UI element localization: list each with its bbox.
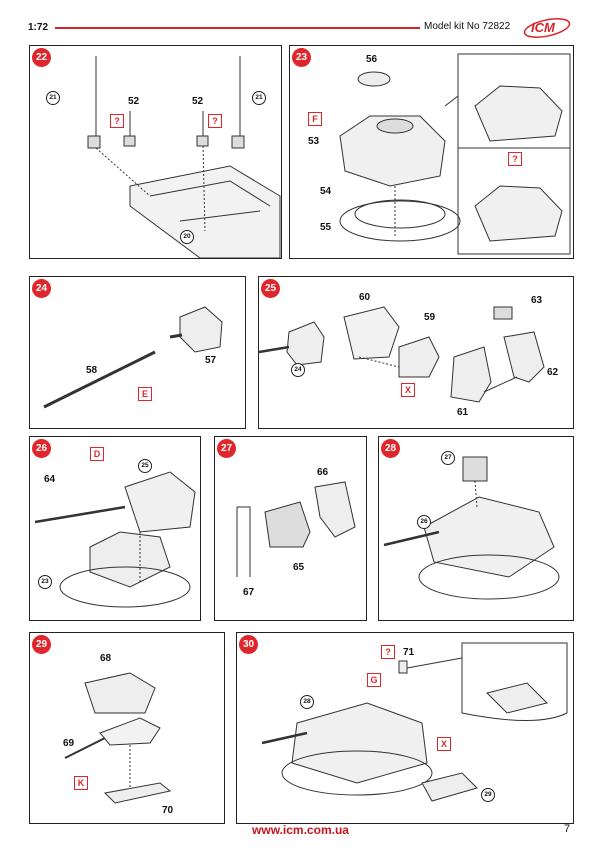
part-57: 57 xyxy=(205,355,217,366)
step-30-panel: 30 ? 71 G 28 X 29 xyxy=(236,632,574,824)
question-box: ? xyxy=(381,645,395,659)
part-58: 58 xyxy=(86,365,98,376)
step-number: 25 xyxy=(261,279,280,298)
step-number: 22 xyxy=(32,48,51,67)
ref-23: 23 xyxy=(38,575,52,589)
part-60: 60 xyxy=(359,292,371,303)
ref-28: 28 xyxy=(300,695,314,709)
part-63: 63 xyxy=(531,295,543,306)
turret-assembly-drawing xyxy=(339,53,571,255)
turret-gun-drawing xyxy=(34,471,196,608)
part-59: 59 xyxy=(424,312,436,323)
step-24-panel: 24 58 57 E xyxy=(29,276,246,429)
ref-25: 25 xyxy=(138,459,152,473)
e-box: E xyxy=(138,387,152,401)
step-number: 23 xyxy=(292,48,311,67)
svg-text:ICM: ICM xyxy=(531,20,556,35)
step-number: 27 xyxy=(217,439,236,458)
turret-complete-drawing xyxy=(383,456,560,600)
step-23-panel: 23 56 F 53 54 55 ? xyxy=(289,45,574,259)
ref-20: 20 xyxy=(180,230,194,244)
side-weapon-drawing xyxy=(64,672,172,804)
kit-number: Model kit No 72822 xyxy=(424,21,511,32)
remove-part-icon: X xyxy=(401,383,415,397)
ref-29: 29 xyxy=(481,788,495,802)
step-29-panel: 29 68 69 K 70 xyxy=(29,632,225,824)
mantlet-assembly-drawing xyxy=(259,306,545,403)
part-71: 71 xyxy=(403,647,415,658)
step-22-panel: 22 21 21 20 52 52 ? ? xyxy=(29,45,282,259)
step-27-panel: 27 66 65 67 xyxy=(214,436,367,621)
step-number: 28 xyxy=(381,439,400,458)
part-52: 52 xyxy=(128,96,140,107)
part-56: 56 xyxy=(366,54,378,65)
part-69: 69 xyxy=(63,738,75,749)
website-url: www.icm.com.ua xyxy=(252,823,349,837)
antenna-assembly-drawing xyxy=(87,56,281,258)
question-box: ? xyxy=(208,114,222,128)
ref-21: 21 xyxy=(46,91,60,105)
k-box: K xyxy=(74,776,88,790)
part-52: 52 xyxy=(192,96,204,107)
part-66: 66 xyxy=(317,467,329,478)
question-box: ? xyxy=(508,152,522,166)
part-70: 70 xyxy=(162,805,174,816)
part-62: 62 xyxy=(547,367,559,378)
part-61: 61 xyxy=(457,407,469,418)
icm-logo: ICM xyxy=(523,18,571,38)
d-box: D xyxy=(90,447,104,461)
part-64: 64 xyxy=(44,474,56,485)
step-number: 24 xyxy=(32,279,51,298)
final-turret-drawing xyxy=(261,642,568,802)
ref-27: 27 xyxy=(441,451,455,465)
ref-26: 26 xyxy=(417,515,431,529)
ref-24: 24 xyxy=(291,363,305,377)
page-number: 7 xyxy=(564,823,571,835)
question-box: ? xyxy=(110,114,124,128)
part-68: 68 xyxy=(100,653,112,664)
part-67: 67 xyxy=(243,587,255,598)
f-box: F xyxy=(308,112,322,126)
g-box: G xyxy=(367,673,381,687)
ref-21: 21 xyxy=(252,91,266,105)
step-number: 30 xyxy=(239,635,258,654)
part-65: 65 xyxy=(293,562,305,573)
gun-barrel-drawing xyxy=(43,306,223,409)
part-53: 53 xyxy=(308,136,320,147)
scale-label: 1:72 xyxy=(28,22,49,33)
part-54: 54 xyxy=(320,186,332,197)
step-25-panel: 25 24 60 59 63 62 61 X xyxy=(258,276,574,429)
remove-part-icon: X xyxy=(437,737,451,751)
step-number: 26 xyxy=(32,439,51,458)
header-rule xyxy=(55,27,420,29)
step-number: 29 xyxy=(32,635,51,654)
part-55: 55 xyxy=(320,222,332,233)
storage-box-drawing xyxy=(236,481,356,577)
step-28-panel: 28 27 26 xyxy=(378,436,574,621)
step-26-panel: 26 D 64 25 23 xyxy=(29,436,201,621)
